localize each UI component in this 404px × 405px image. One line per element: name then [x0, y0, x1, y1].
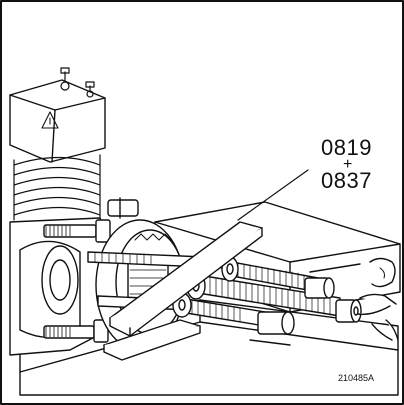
mounting-studs — [43, 197, 139, 343]
tool-code-primary: 0819 — [321, 135, 372, 160]
puller-plate-lower — [103, 319, 201, 361]
compressor-body — [9, 67, 111, 356]
leader-line — [237, 169, 309, 221]
wooden-block-lower — [19, 299, 399, 396]
hand-with-wrench — [357, 257, 399, 341]
figure-reference: 210485A — [338, 373, 375, 383]
hex-nuts — [172, 256, 362, 335]
tool-code-joiner: + — [343, 156, 353, 173]
tool-code-secondary: 0837 — [321, 168, 372, 193]
